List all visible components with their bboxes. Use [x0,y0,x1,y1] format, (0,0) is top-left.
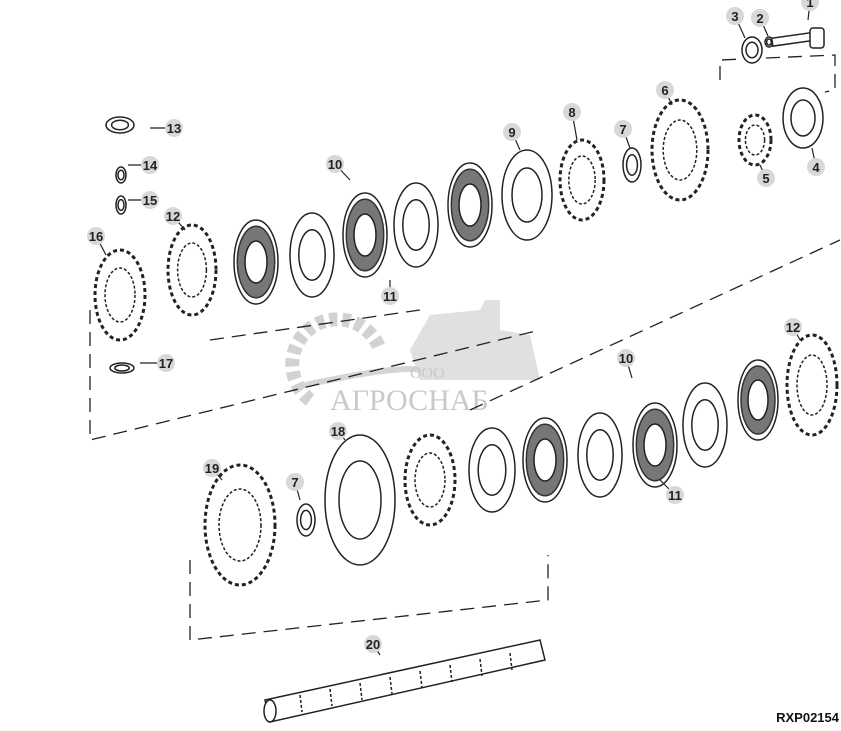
separator-plate [682,382,728,468]
callout-number: 11 [383,289,397,304]
backing-plate-12 [166,223,218,317]
callout-number: 16 [89,229,103,244]
callout-number: 2 [756,11,763,26]
friction-disc [632,402,678,488]
callout-4: 4 [807,147,825,176]
callout-5: 5 [757,164,775,187]
gear-19 [203,463,277,587]
watermark-ooo: ООО [410,365,445,382]
callout-12: 12 [784,318,802,341]
shaft-20 [263,639,546,723]
callout-number: 5 [762,171,769,186]
friction-disc [233,219,279,305]
callout-number: 11 [668,488,682,503]
callout-9: 9 [503,123,521,151]
callout-7: 7 [286,473,304,501]
pin-14 [115,166,127,184]
callout-number: 20 [366,637,380,652]
dashed-line-mid [469,239,841,411]
dashed-line-bearing [719,54,836,93]
callout-2: 2 [751,9,769,37]
gear-hub [403,433,457,527]
gear-6 [650,98,710,202]
callout-number: 10 [619,351,633,366]
callout-number: 10 [328,157,342,172]
callout-18: 18 [329,422,347,441]
callout-11: 11 [659,479,684,504]
backing-plate-12b [785,333,839,437]
separator-plate [289,212,335,298]
bearing-cup [782,87,824,149]
callout-1: 1 [801,0,819,21]
callout-number: 8 [568,105,575,120]
callout-number: 12 [166,209,180,224]
callout-7: 7 [614,120,632,149]
callout-number: 3 [731,9,738,24]
friction-disc [737,359,779,441]
callout-19: 19 [203,459,223,481]
friction-disc [522,417,568,503]
callout-number: 13 [167,121,181,136]
callout-number: 18 [331,424,345,439]
bearing-cone [737,113,773,167]
callout-6: 6 [656,81,674,106]
separator-plate [577,412,623,498]
callout-15: 15 [128,191,159,209]
spring-15 [115,195,127,215]
dashed-line-mid2 [209,309,421,341]
friction-disc [447,162,493,248]
snap-ring-7 [622,147,642,183]
callout-10: 10 [326,155,351,181]
plate-9 [501,149,553,241]
bolt [770,27,825,49]
callout-10: 10 [617,349,635,379]
reference-code: RXP02154 [776,710,839,725]
callout-14: 14 [128,156,159,174]
callout-number: 4 [812,160,820,175]
watermark-logo: ООО АГРОСНАБ [285,300,540,417]
callout-16: 16 [87,227,107,256]
callout-number: 12 [786,320,800,335]
callout-11: 11 [381,280,399,305]
watermark-agrosnab: АГРОСНАБ [330,384,489,417]
callout-12: 12 [164,207,186,231]
dashed-line-lower [189,555,549,641]
callout-number: 7 [291,475,298,490]
callout-number: 7 [619,122,626,137]
callout-number: 19 [205,461,219,476]
gear-16 [93,248,147,342]
gear-8 [558,138,606,222]
callout-20: 20 [364,635,382,656]
spring-17 [109,362,135,374]
callout-number: 1 [806,0,813,10]
friction-disc [342,192,388,278]
snap-ring [741,36,763,64]
callout-3: 3 [726,7,746,39]
plate-b [468,427,516,513]
callout-8: 8 [563,103,581,141]
callout-13: 13 [150,119,183,137]
callout-number: 14 [143,158,158,173]
callout-number: 6 [661,83,668,98]
separator-plate [393,182,439,268]
callout-17: 17 [140,354,175,372]
callout-number: 17 [159,356,173,371]
callout-number: 15 [143,193,157,208]
detent-13 [105,116,135,134]
snap-ring-7b [296,503,316,537]
drum-18 [324,434,396,566]
callout-number: 9 [508,125,515,140]
